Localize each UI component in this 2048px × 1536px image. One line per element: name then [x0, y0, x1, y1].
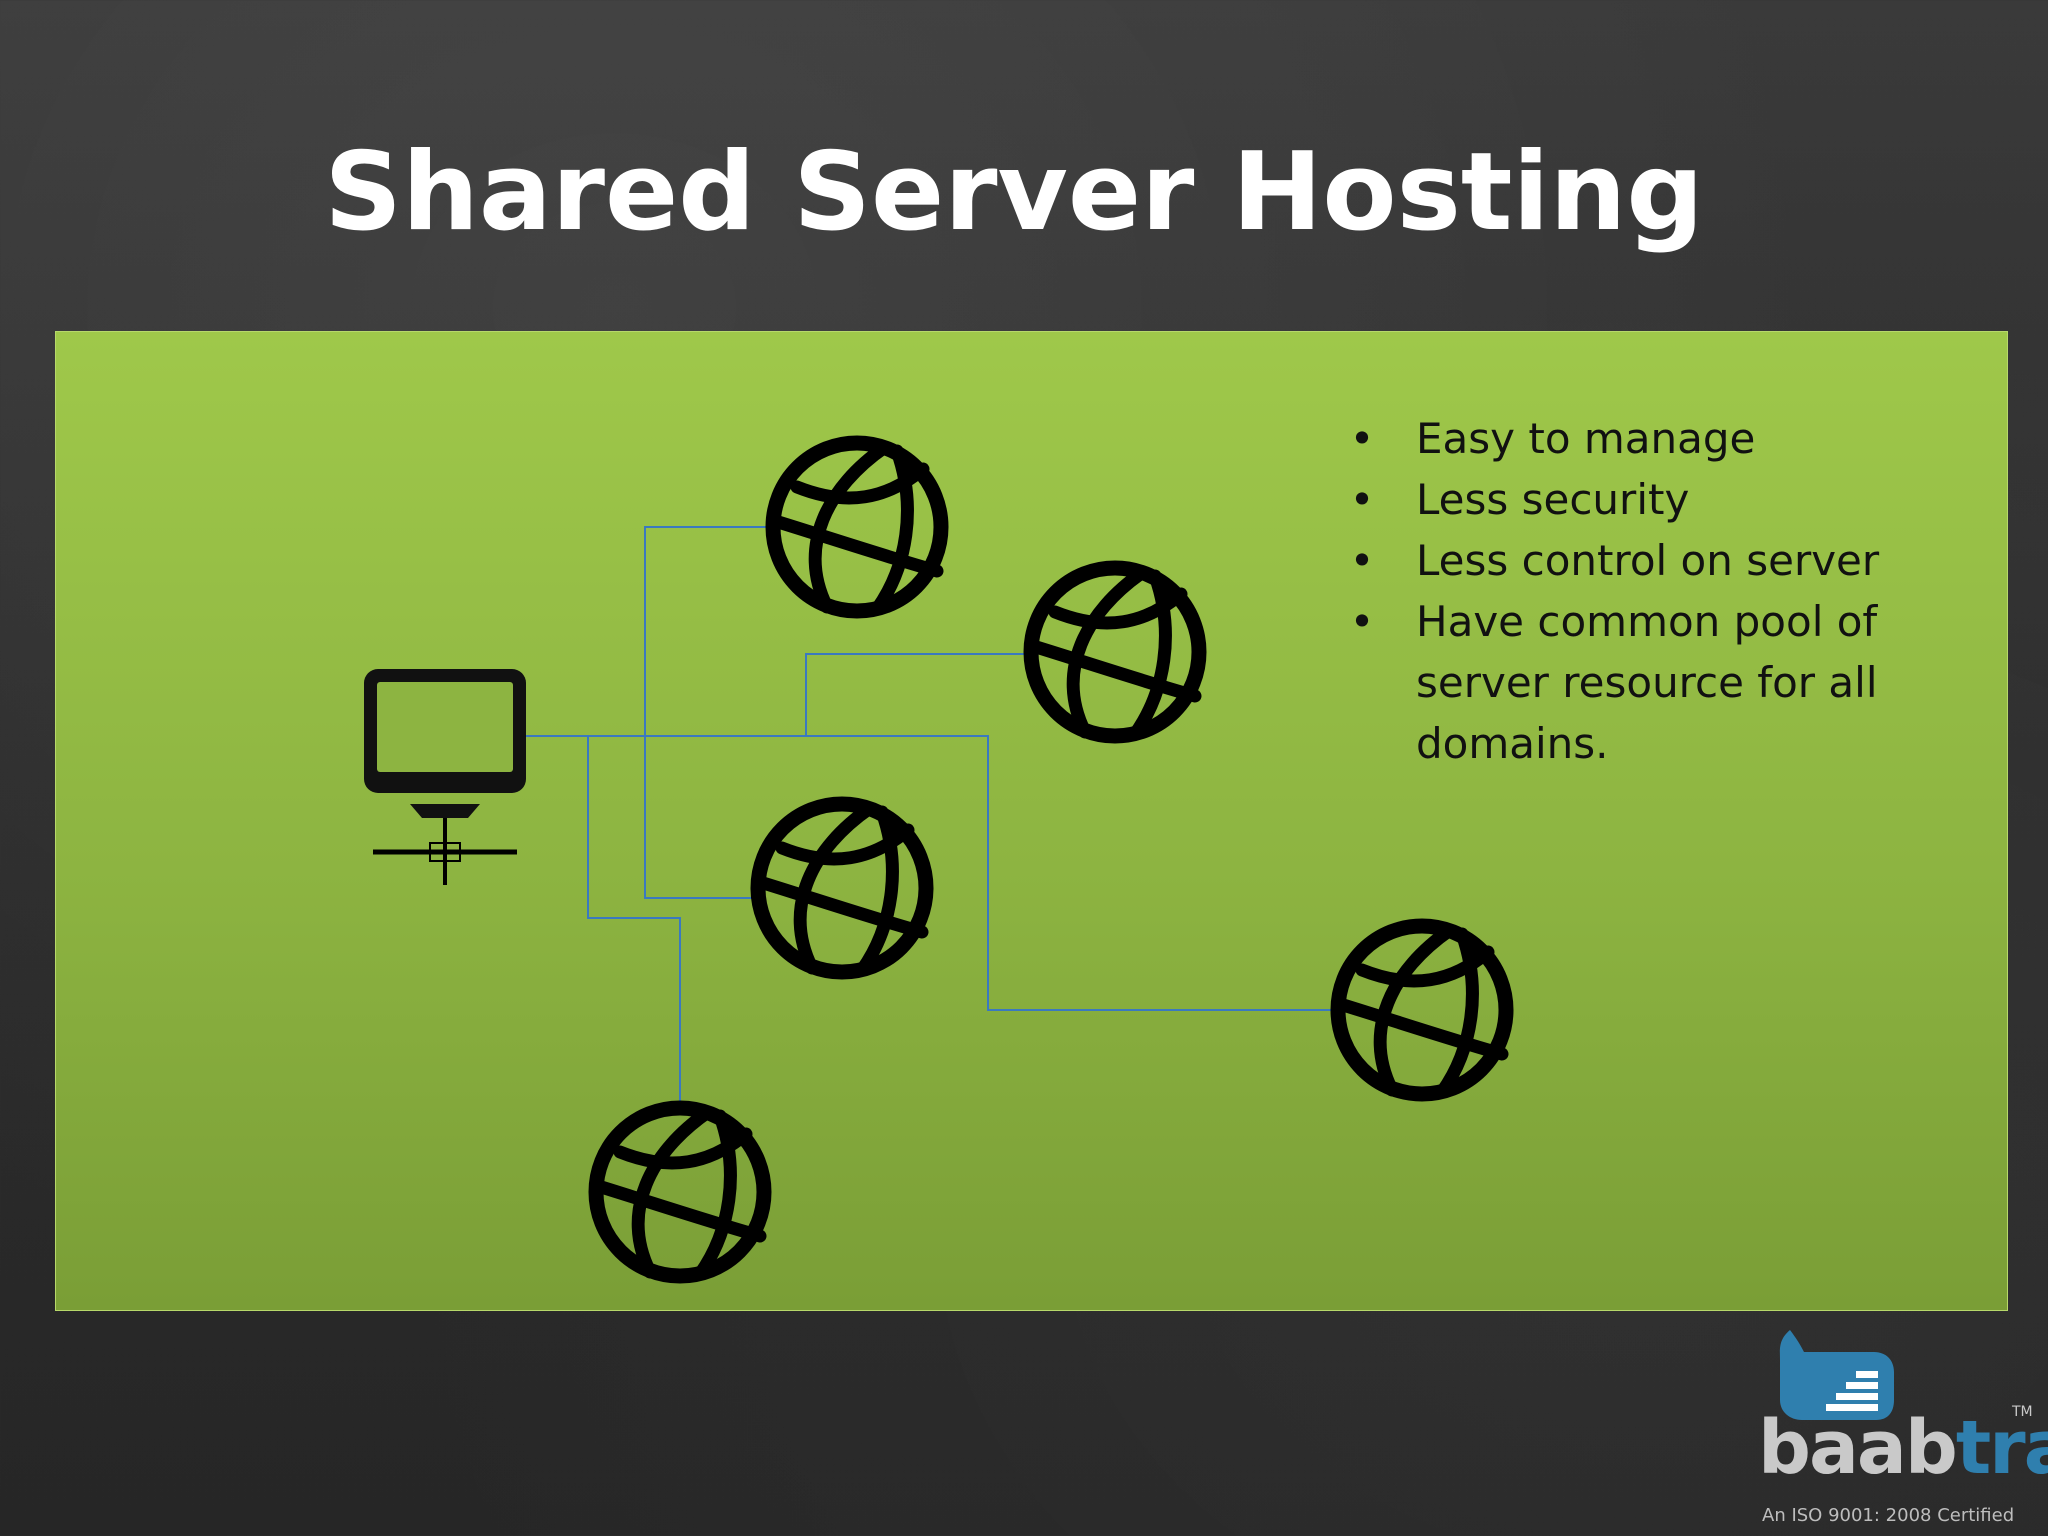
trademark-mark: TM	[2012, 1404, 2033, 1420]
connector-lines	[524, 526, 1333, 1105]
brand-word-part-2: tra	[1955, 1405, 2048, 1491]
list-item: • Less control on server	[1347, 530, 1947, 591]
bullet-marker: •	[1349, 536, 1375, 585]
list-item: • Have common pool of server resource for…	[1347, 591, 1947, 774]
bullet-marker: •	[1349, 475, 1375, 524]
globe-icon	[773, 443, 941, 611]
list-item-text: Have common pool of server resource for …	[1416, 597, 1878, 768]
bullet-marker: •	[1349, 414, 1375, 463]
bullet-marker: •	[1349, 597, 1375, 646]
brand-wordmark: baabtra	[1758, 1408, 2048, 1488]
brand-word-part-1: baab	[1758, 1405, 1958, 1491]
server-monitor-icon	[364, 669, 526, 885]
connector-globe-1	[644, 526, 770, 736]
list-item-text: Easy to manage	[1416, 414, 1756, 463]
list-item-text: Less control on server	[1416, 536, 1880, 585]
connector-globe-4	[587, 736, 681, 1105]
connector-globe-2	[805, 653, 1028, 736]
feature-list: • Easy to manage • Less security • Less con…	[1347, 408, 1947, 774]
globe-icon	[1031, 568, 1199, 736]
connector-main	[524, 735, 1333, 1011]
slide-title: Shared Server Hosting	[324, 130, 1704, 255]
diagram-panel	[55, 331, 2008, 1311]
globe-icon	[596, 1108, 764, 1276]
certification-text: An ISO 9001: 2008 Certified	[1762, 1505, 2015, 1526]
globe-icon	[1338, 926, 1506, 1094]
connector-globe-3	[644, 736, 757, 899]
list-item: • Less security	[1347, 469, 1947, 530]
baabtra-logo-icon	[1779, 1330, 1894, 1420]
globe-icon	[758, 804, 926, 972]
list-item: • Easy to manage	[1347, 408, 1947, 469]
list-item-text: Less security	[1416, 475, 1690, 524]
